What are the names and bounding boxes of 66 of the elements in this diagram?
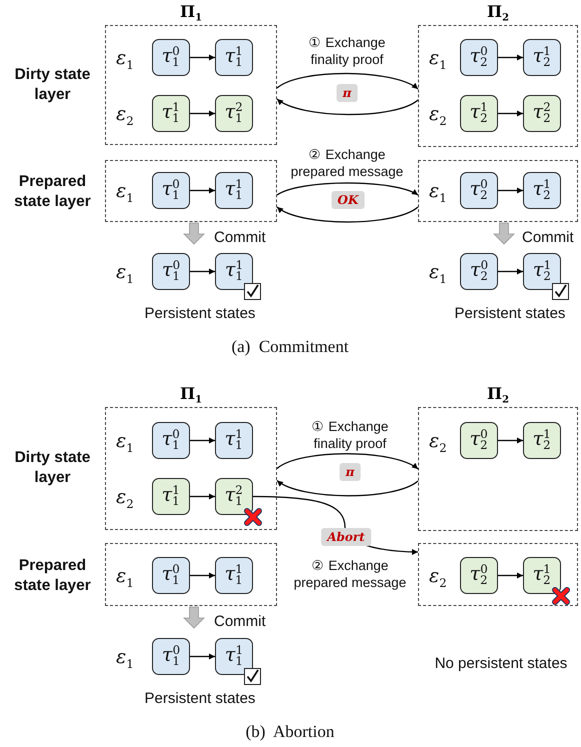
commit-arrow [493,222,515,245]
shard-symbol: ε$_{2}$ [429,565,447,592]
state-note: Persistent states [454,304,566,323]
state-note: Persistent states [144,689,256,708]
arrow [190,268,215,274]
arrow [276,206,418,223]
arrow [276,182,418,196]
dashed-layer-frame [418,160,578,222]
edge-label: Commit [214,613,266,631]
commit-arrow [183,606,205,629]
shard-symbol: ε$_{2}$ [116,103,134,130]
shard-symbol: ε$_{1}$ [116,646,134,673]
layer-label: Dirty state layer [14,65,92,105]
shard-symbol: ε$_{1}$ [116,565,134,592]
shard-symbol: ε$_{1}$ [429,261,447,288]
shard-symbol: ε$_{1}$ [429,47,447,74]
shard-symbol: ε$_{1}$ [116,261,134,288]
shard-heading: Π$_{1}$ [178,2,203,24]
arrow [498,572,523,578]
shard-symbol: ε$_{2}$ [429,430,447,457]
arrow [276,453,418,470]
shard-symbol: ε$_{2}$ [429,103,447,130]
message-badge: OK [332,191,364,209]
message-badge: π [336,84,358,102]
message-badge: π [340,463,360,481]
dashed-layer-frame [418,543,578,606]
message-badge: Abort [321,528,371,546]
arrow [190,54,215,60]
arrow [498,438,523,444]
edge-label: Commit [522,229,574,247]
state-note: Persistent states [144,304,256,323]
dashed-layer-frame [105,543,277,606]
shard-heading: Π$_{2}$ [486,2,510,24]
edge-label: Commit [214,229,266,247]
arrow [276,480,418,496]
arrow [190,654,215,660]
step-label: ② Exchange prepared message [290,146,404,180]
arrow [276,72,418,90]
figure-caption: (b) Abortion [244,722,336,742]
arrow [190,110,215,116]
step-label: ② Exchange prepared message [292,557,408,591]
layer-label: Prepared state layer [13,172,92,212]
arrow [498,268,523,274]
shard-heading: Π$_{2}$ [486,384,510,406]
shard-symbol: ε$_{1}$ [116,430,134,457]
shard-symbol: ε$_{2}$ [116,486,134,513]
shard-heading: Π$_{1}$ [178,384,203,406]
arrow [190,572,215,578]
step-label: ① Exchange finality proof [310,418,390,452]
arrow [498,54,523,60]
arrow [190,494,215,500]
layer-label: Dirty state layer [14,448,92,488]
arrow [498,110,523,116]
shard-symbol: ε$_{1}$ [429,180,447,207]
layer-label: Prepared state layer [13,556,92,596]
arrow [276,98,418,116]
commit-arrow [183,222,205,245]
state-note: No persistent states [434,654,568,673]
arrow [190,188,215,194]
figure-caption: (a) Commitment [230,337,350,357]
step-label: ① Exchange finality proof [308,34,386,68]
shard-symbol: ε$_{1}$ [116,47,134,74]
arrow [498,188,523,194]
shard-symbol: ε$_{1}$ [116,180,134,207]
arrow [190,438,215,444]
dashed-layer-frame [105,160,277,222]
